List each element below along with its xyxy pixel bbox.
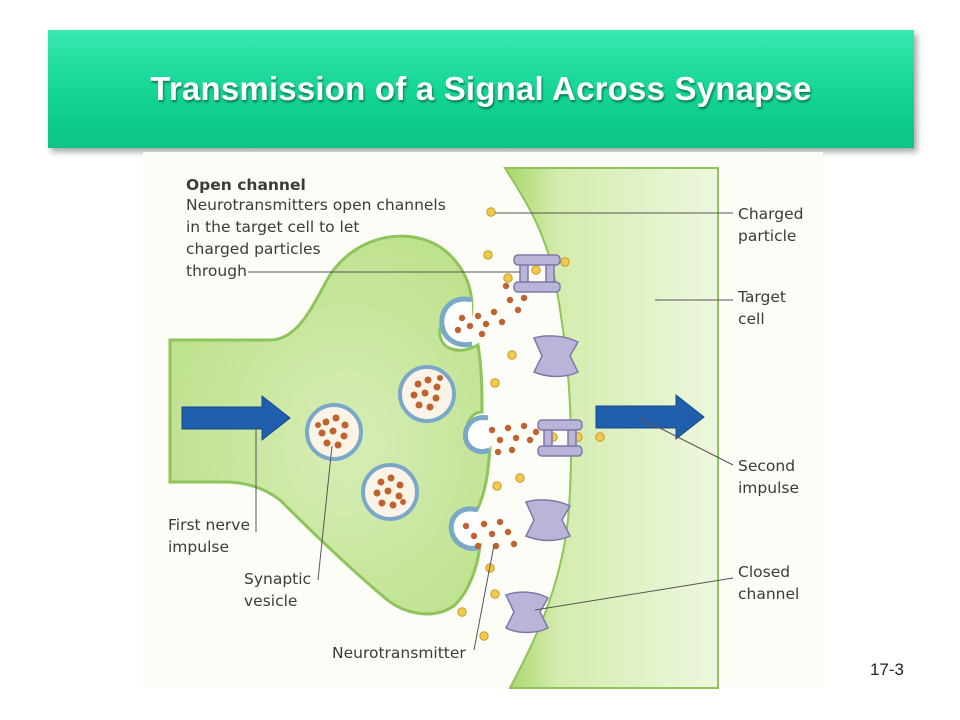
label-second-1: Second: [738, 457, 795, 475]
docked-vesicle-2: [462, 415, 491, 455]
label-vesicle-2: vesicle: [244, 592, 297, 610]
label-charged-1: Charged: [738, 205, 803, 223]
leader-lines: [248, 212, 734, 651]
closed-channel: [524, 499, 572, 542]
second-impulse-arrow: [595, 393, 705, 441]
label-target-1: Target: [737, 288, 786, 306]
label-closed-1: Closed: [738, 563, 790, 581]
synaptic-vesicle: [398, 365, 456, 423]
label-open-channel: Open channel: [186, 176, 306, 194]
label-open-channel-desc-3: charged particles: [186, 240, 321, 258]
slide-title: Transmission of a Signal Across Synapse: [150, 70, 812, 107]
label-neurotransmitter: Neurotransmitter: [332, 644, 466, 662]
label-charged-2: particle: [738, 227, 796, 245]
first-impulse-arrow: [181, 394, 291, 442]
label-first-1: First nerve: [168, 516, 250, 534]
slide-number: 17-3: [869, 660, 904, 679]
closed-channel: [532, 335, 580, 378]
open-channel: [513, 254, 561, 293]
label-first-2: impulse: [168, 538, 229, 556]
closed-channel: [504, 591, 550, 634]
open-channel: [537, 419, 583, 457]
label-open-channel-desc-1: Neurotransmitters open channels: [186, 196, 446, 214]
docked-vesicle-1: [439, 296, 473, 348]
label-vesicle-1: Synaptic: [244, 570, 311, 588]
label-open-channel-desc-2: in the target cell to let: [186, 218, 359, 236]
neurotransmitter-cluster: [454, 282, 540, 550]
title-banner: Transmission of a Signal Across Synapse: [48, 30, 914, 148]
label-second-2: impulse: [738, 479, 799, 497]
synaptic-vesicle: [361, 463, 419, 521]
label-closed-2: channel: [738, 585, 799, 603]
synaptic-vesicle: [305, 403, 363, 461]
label-open-channel-desc-4: through: [186, 262, 247, 280]
label-target-2: cell: [738, 310, 765, 328]
